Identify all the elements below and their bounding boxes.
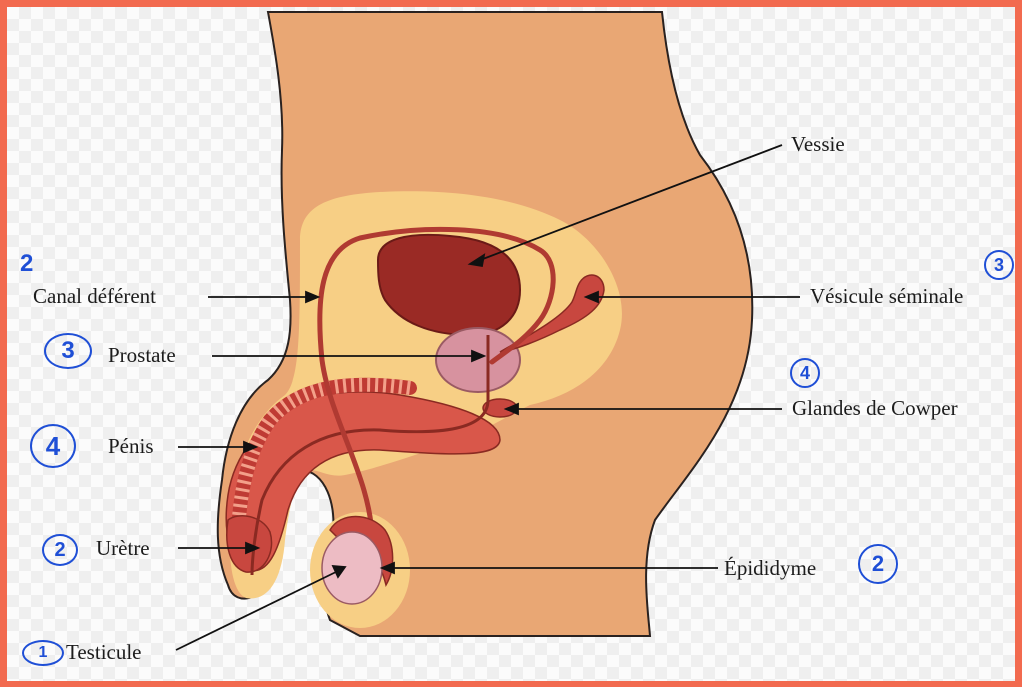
annotation-canal-deferent: 2 — [20, 252, 33, 276]
label-vessie: Vessie — [791, 134, 845, 155]
annotation-epididyme: 2 — [858, 544, 898, 584]
annotation-prostate: 3 — [44, 333, 92, 369]
prostate-organ — [436, 328, 520, 392]
annotation-uretre: 2 — [42, 534, 78, 566]
annotation-penis: 4 — [30, 424, 76, 468]
label-prostate: Prostate — [108, 345, 176, 366]
annotation-testicule: 1 — [22, 640, 64, 666]
label-penis: Pénis — [108, 436, 154, 457]
label-canal-deferent: Canal déférent — [33, 286, 156, 307]
label-epididyme: Épididyme — [724, 558, 816, 579]
label-uretre: Urètre — [96, 538, 150, 559]
annotation-vesicule-seminale: 3 — [984, 250, 1014, 280]
label-testicule: Testicule — [66, 642, 142, 663]
label-vesicule-seminale: Vésicule séminale — [810, 286, 963, 307]
testis — [322, 532, 382, 604]
label-glandes-cowper: Glandes de Cowper — [792, 398, 958, 419]
annotation-glandes-cowper: 4 — [790, 358, 820, 388]
